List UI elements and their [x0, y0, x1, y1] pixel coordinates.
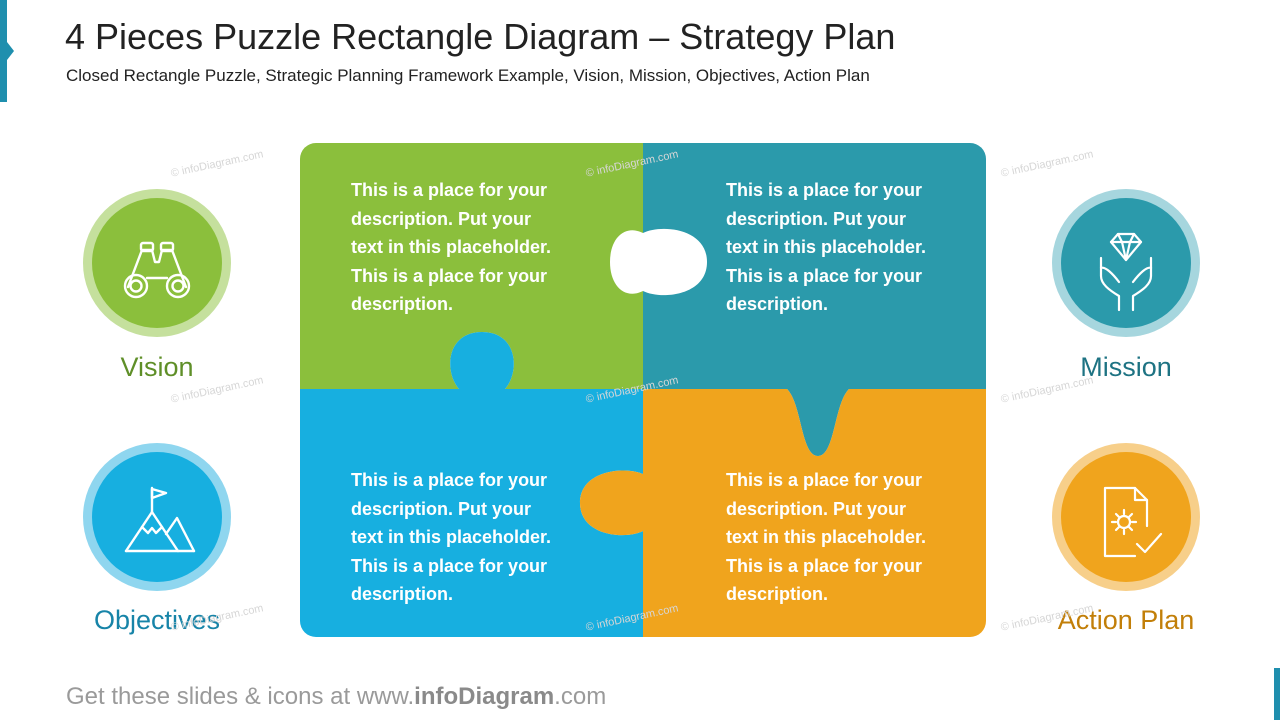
- description-line: text in this placeholder.: [726, 527, 927, 547]
- description-line: description. Put your: [726, 498, 907, 519]
- objectives-label: Objectives: [93, 605, 221, 635]
- vision-badge: [83, 189, 231, 337]
- footer-brand: infoDiagram: [414, 683, 555, 710]
- mission-label: Mission: [1080, 352, 1172, 382]
- description-line: This is a place for your: [351, 265, 548, 286]
- description-top-left: This is a place for your description. Pu…: [351, 176, 591, 319]
- document-gear-check-icon: [1103, 486, 1163, 558]
- footer-prefix: Get these slides & icons at www.: [66, 683, 415, 710]
- objectives-badge: [83, 443, 231, 591]
- puzzle-piece-top-left: [300, 143, 643, 389]
- description-bottom-left: This is a place for your description. Pu…: [351, 466, 591, 609]
- description-line: description.: [351, 584, 454, 604]
- description-line: text in this placeholder.: [351, 527, 552, 547]
- description-top-right: This is a place for your description. Pu…: [726, 176, 966, 319]
- description-line: description.: [726, 584, 829, 604]
- puzzle-piece-top-right: [643, 143, 986, 456]
- description-line: This is a place for your: [726, 555, 923, 576]
- description-line: text in this placeholder.: [726, 237, 927, 257]
- footer-suffix: .com: [554, 683, 607, 710]
- accent-bar: [0, 0, 7, 102]
- diamond-in-hands-icon: [1099, 232, 1153, 312]
- description-line: description. Put your: [351, 208, 532, 229]
- description-line: description. Put your: [351, 498, 532, 519]
- description-line: description. Put your: [726, 208, 907, 229]
- footer-credit: Get these slides & icons at www.infoDiag…: [66, 683, 606, 711]
- action-plan-badge: [1052, 443, 1200, 591]
- description-line: This is a place for your: [351, 555, 548, 576]
- vision-label: Vision: [120, 352, 194, 382]
- slide-subtitle: Closed Rectangle Puzzle, Strategic Plann…: [66, 66, 870, 85]
- mountain-flag-icon: [124, 486, 196, 553]
- action-plan-badge-inner: [1061, 452, 1191, 582]
- corner-accent-bar: [1274, 668, 1280, 720]
- description-line: description.: [351, 294, 454, 314]
- description-line: This is a place for your: [351, 470, 548, 490]
- description-line: This is a place for your: [726, 470, 923, 490]
- objectives-badge-inner: [92, 452, 222, 582]
- accent-arrow: [7, 42, 14, 60]
- description-line: This is a place for your: [351, 180, 548, 200]
- description-line: This is a place for your: [726, 180, 923, 200]
- vision-badge-inner: [92, 198, 222, 328]
- slide-title: 4 Pieces Puzzle Rectangle Diagram – Stra…: [65, 16, 896, 57]
- binoculars-icon: [123, 241, 191, 299]
- description-line: text in this placeholder.: [351, 237, 552, 257]
- description-line: This is a place for your: [726, 265, 923, 286]
- mission-badge: [1052, 189, 1200, 337]
- puzzle-piece-bottom-right: [580, 389, 986, 637]
- action-plan-label: Action Plan: [1057, 605, 1195, 635]
- description-bottom-right: This is a place for your description. Pu…: [726, 466, 966, 609]
- puzzle-piece-bottom-left: [300, 332, 643, 637]
- description-line: description.: [726, 294, 829, 314]
- mission-badge-inner: [1061, 198, 1191, 328]
